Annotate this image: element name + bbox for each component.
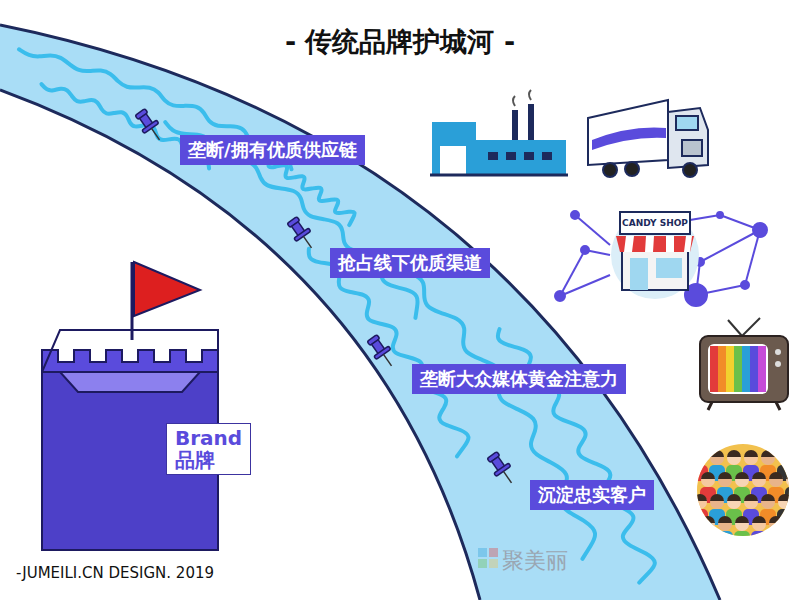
diagram-title: - 传统品牌护城河 - <box>0 24 800 60</box>
river <box>0 25 720 600</box>
crowd-icon <box>692 444 800 547</box>
step-box: 抢占线下优质渠道 <box>330 248 490 278</box>
river-bank <box>0 90 480 600</box>
castle-icon <box>42 262 218 550</box>
tv-bar <box>734 346 742 392</box>
node-text: 品牌 <box>175 449 242 471</box>
node-text: 抢占线下优质渠道 <box>338 252 482 274</box>
factory-icon <box>430 90 568 175</box>
node-text: 垄断/拥有优质供应链 <box>188 139 357 161</box>
river-wave <box>382 251 596 559</box>
node-text: 垄断大众媒体黄金注意力 <box>420 368 618 390</box>
person <box>785 516 800 547</box>
river-wave <box>165 122 417 318</box>
person <box>734 516 750 547</box>
tv-icon <box>700 318 788 410</box>
person <box>768 516 784 547</box>
tv-bar <box>750 346 758 392</box>
watermark-logo <box>478 548 498 568</box>
watermark: 聚美丽 <box>502 546 568 576</box>
truck-icon <box>588 100 708 177</box>
tv-bar <box>718 346 726 392</box>
node-text: 沉淀忠实客户 <box>538 484 646 506</box>
network-icon <box>555 211 767 306</box>
person <box>751 516 767 547</box>
step-box: 垄断/拥有优质供应链 <box>180 135 365 165</box>
river-bank <box>0 25 720 600</box>
step-box: 垄断大众媒体黄金注意力 <box>412 364 626 394</box>
shop-icon <box>611 211 699 299</box>
person <box>700 516 716 547</box>
tv-bar <box>726 346 734 392</box>
credit-note: -JUMEILI.CN DESIGN. 2019 <box>16 564 214 582</box>
person <box>692 494 708 525</box>
shop-sign: CANDY SHOP <box>622 218 688 228</box>
brand-box: Brand品牌 <box>166 423 251 475</box>
tv-bar <box>710 346 718 392</box>
node-text: Brand <box>175 427 242 449</box>
tv-bar <box>742 346 750 392</box>
step-box: 沉淀忠实客户 <box>530 480 654 510</box>
river-wave <box>309 249 469 457</box>
person <box>717 516 733 547</box>
push-pin <box>133 107 519 488</box>
person <box>777 494 793 525</box>
tv-bar <box>758 346 766 392</box>
